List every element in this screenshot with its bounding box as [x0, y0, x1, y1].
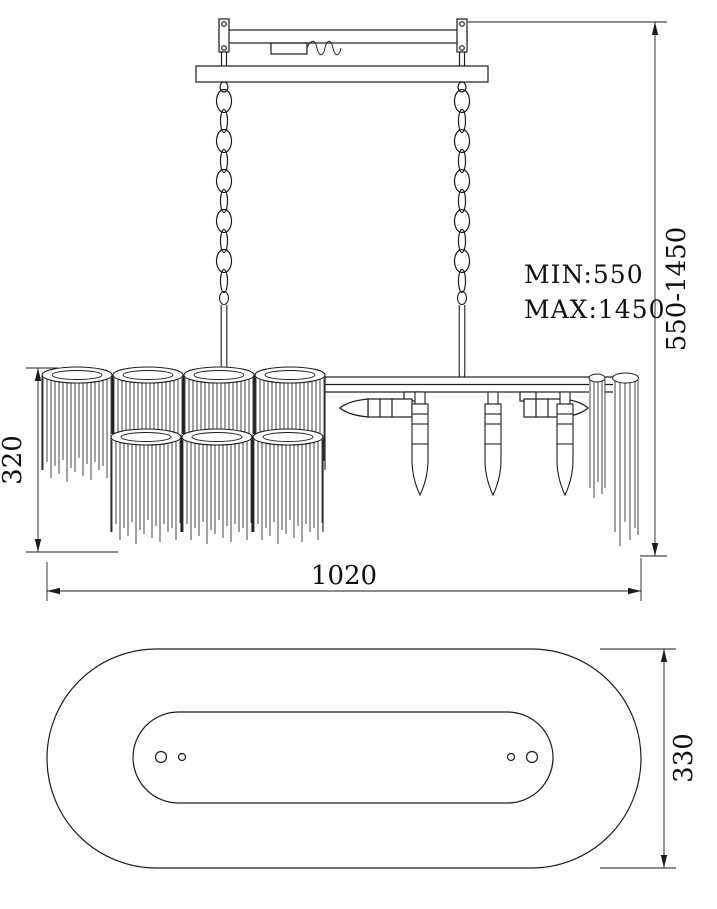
wire-coil — [306, 40, 342, 56]
plan-mount-hole — [525, 750, 539, 764]
crystal-shade — [41, 366, 113, 485]
crystal-shades-front-row — [110, 428, 324, 547]
junction-box — [270, 40, 342, 56]
plan-mount-hole — [177, 752, 187, 762]
candle-socket — [556, 391, 574, 496]
dim-height-range: 550-1450 — [662, 227, 692, 352]
dim-body-height: 320 — [0, 435, 28, 485]
left-chain — [215, 88, 233, 381]
crystal-shade — [252, 428, 324, 547]
horizontal-socket-right — [519, 391, 589, 418]
dimension-body-depth: 330 — [600, 648, 699, 869]
dimension-height-range: MIN:550 MAX:1450 550-1450 — [468, 21, 692, 557]
canopy-plate — [195, 65, 489, 93]
dim-max-label: MAX:1450 — [524, 295, 666, 324]
right-chain — [453, 88, 471, 381]
plan-mount-hole — [154, 750, 168, 764]
candle-socket — [411, 391, 429, 496]
candle-socket — [484, 391, 502, 496]
plan-view — [46, 648, 642, 869]
right-end-crystal-columns — [588, 372, 640, 547]
dimension-body-width: 1020 — [46, 558, 642, 601]
ceiling-mount-bar — [218, 18, 468, 66]
dim-body-depth: 330 — [669, 733, 699, 783]
dim-body-width: 1020 — [311, 561, 377, 591]
crystal-shade — [181, 428, 253, 547]
dimension-body-height: 320 — [0, 367, 118, 553]
plan-mount-hole — [506, 752, 516, 762]
plan-inner-outline — [132, 711, 554, 804]
horizontal-socket-left — [339, 391, 421, 418]
dim-min-label: MIN:550 — [524, 260, 644, 289]
plan-outer-outline — [46, 648, 642, 869]
crystal-shade — [110, 428, 182, 547]
